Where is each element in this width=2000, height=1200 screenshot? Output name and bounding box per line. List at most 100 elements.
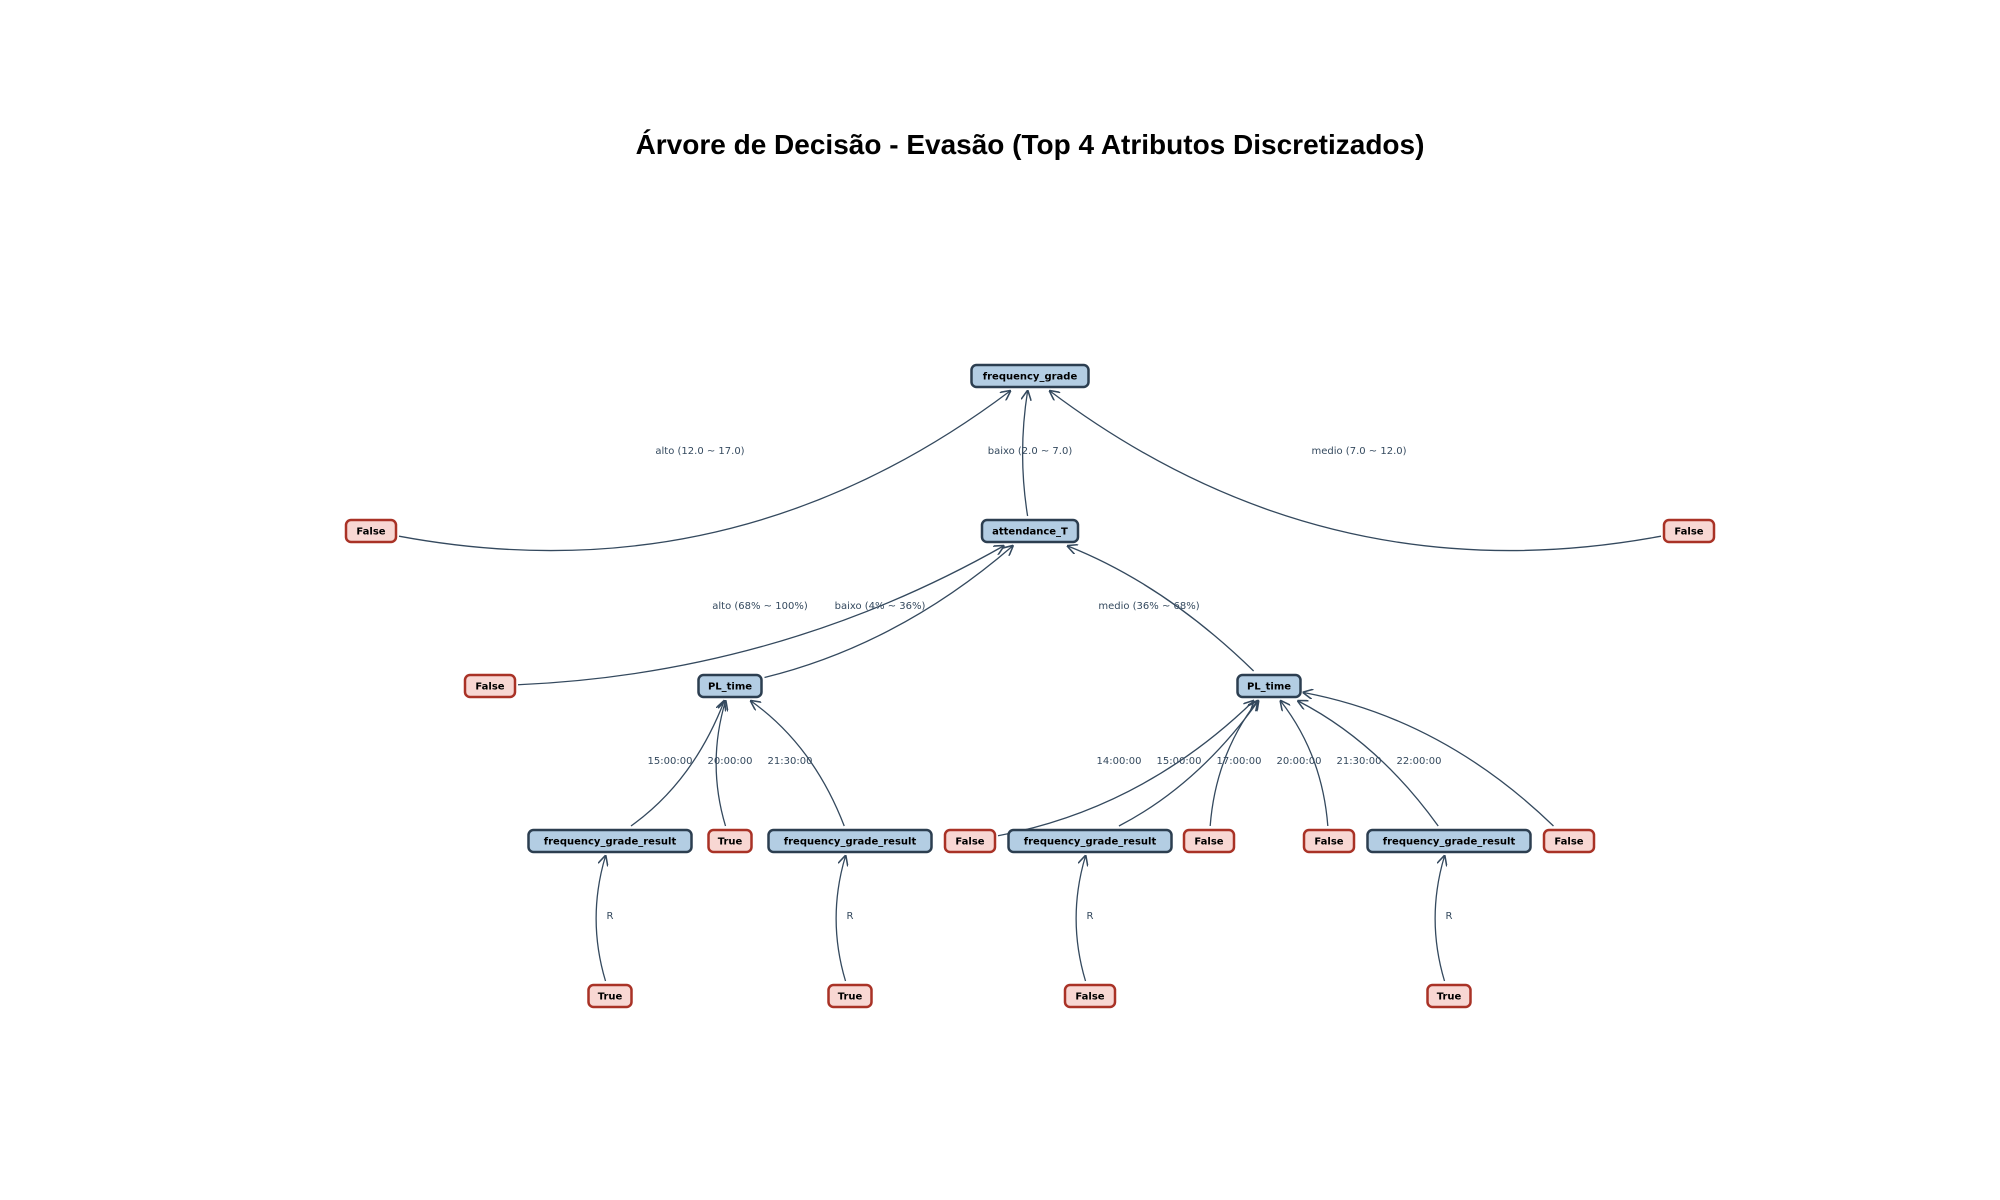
edge-label: medio (7.0 ~ 12.0) [1311,446,1406,457]
node-box [767,828,933,854]
decision-node-pl-left: PL_time [697,673,763,699]
node-label: False [356,527,385,538]
edge-label: baixo (2.0 ~ 7.0) [988,446,1073,457]
node-label: frequency_grade_result [544,837,677,848]
edge-label: alto (68% ~ 100%) [712,601,808,612]
node-box [697,673,763,699]
leaf-node-leaf-att-alto: False [463,673,517,699]
node-box [707,828,753,854]
node-label: attendance_T [992,527,1068,538]
edge-label: R [1087,911,1094,922]
node-box [1236,673,1302,699]
node-label: PL_time [1247,682,1291,693]
node-box [1182,828,1236,854]
edge-leaf_fgr_l2-to-fgr_l2 [835,856,845,982]
node-label: False [1674,527,1703,538]
leaf-node-leaf-fgr-l2: True [827,983,873,1009]
edge-fgr_l2-to-pl_left [751,701,845,827]
leaf-node-leaf-root-medio: False [1662,518,1716,544]
node-box [1542,828,1596,854]
edge-leaf_plr_1700-to-pl_right [1209,701,1257,827]
node-box [587,983,633,1009]
node-box [1007,828,1173,854]
node-box [1426,983,1472,1009]
node-label: False [1314,837,1343,848]
edge-label: alto (12.0 ~ 17.0) [655,446,744,457]
edge-leaf_plr_2200-to-pl_right [1304,692,1554,827]
node-box [980,518,1080,544]
decision-node-fgr-r2: frequency_grade_result [1366,828,1532,854]
node-box [1302,828,1356,854]
node-label: True [838,992,863,1003]
edge-label: medio (36% ~ 68%) [1098,601,1199,612]
edges-layer [398,391,1662,982]
node-label: frequency_grade_result [784,837,917,848]
leaf-node-leaf-fgr-r1: False [1063,983,1117,1009]
node-box [943,828,997,854]
edge-label: 20:00:00 [708,756,753,767]
edge-labels-layer: alto (12.0 ~ 17.0) baixo (2.0 ~ 7.0) medio… [607,446,1453,922]
edge-label: 22:00:00 [1397,756,1442,767]
decision-node-attendance: attendance_T [980,518,1080,544]
node-box [463,673,517,699]
edge-pl_left-to-attendance [764,546,1013,679]
node-label: True [598,992,623,1003]
node-box [1366,828,1532,854]
edge-label: R [1446,911,1453,922]
leaf-node-leaf-pll-2000: True [707,828,753,854]
node-label: True [1437,992,1462,1003]
edge-label: 17:00:00 [1217,756,1262,767]
node-label: frequency_grade_result [1024,837,1157,848]
edge-leaf_root_medio-to-root [1050,391,1662,552]
node-box [827,983,873,1009]
node-label: True [718,837,743,848]
decision-node-fgr-l2: frequency_grade_result [767,828,933,854]
edge-label: 21:30:00 [1337,756,1382,767]
edge-attendance-to-root [1023,391,1028,517]
node-label: False [1194,837,1223,848]
edge-leaf_att_alto-to-attendance [517,546,1003,686]
leaf-node-leaf-plr-1700: False [1182,828,1236,854]
edge-label: R [847,911,854,922]
edge-label: 15:00:00 [1157,756,1202,767]
edge-label: 14:00:00 [1097,756,1142,767]
edge-label: baixo (4% ~ 36%) [835,601,926,612]
edge-leaf_fgr_r1-to-fgr_r1 [1075,856,1085,982]
leaf-node-leaf-root-alto: False [344,518,398,544]
decision-node-pl-right: PL_time [1236,673,1302,699]
edge-label: 15:00:00 [648,756,693,767]
node-box [344,518,398,544]
edge-leaf_pll_2000-to-pl_left [715,701,725,827]
edge-label: 21:30:00 [768,756,813,767]
decision-node-fgr-r1: frequency_grade_result [1007,828,1173,854]
edge-fgr_r2-to-pl_right [1298,701,1439,827]
node-label: False [955,837,984,848]
leaf-node-leaf-plr-1400: False [943,828,997,854]
edge-leaf_root_alto-to-root [398,391,1010,552]
node-box [1063,983,1117,1009]
node-label: frequency_grade [983,372,1078,383]
edge-leaf_fgr_r2-to-fgr_r2 [1434,856,1444,982]
decision-node-fgr-l1: frequency_grade_result [527,828,693,854]
edge-label: R [607,911,614,922]
node-label: False [1554,837,1583,848]
decision-node-root: frequency_grade [970,363,1090,389]
edge-label: 20:00:00 [1277,756,1322,767]
node-box [970,363,1090,389]
edge-leaf_plr_1400-to-pl_right [997,701,1254,837]
node-label: False [1075,992,1104,1003]
node-box [1662,518,1716,544]
diagram-title: Árvore de Decisão - Evasão (Top 4 Atribu… [636,129,1425,160]
edge-leaf_fgr_l1-to-fgr_l1 [595,856,605,982]
node-label: False [475,682,504,693]
leaf-node-leaf-fgr-r2: True [1426,983,1472,1009]
node-box [527,828,693,854]
leaf-node-leaf-plr-2200: False [1542,828,1596,854]
edge-fgr_l1-to-pl_left [630,701,724,827]
edge-pl_right-to-attendance [1068,546,1255,672]
leaf-node-leaf-plr-2000: False [1302,828,1356,854]
node-label: PL_time [708,682,752,693]
node-label: frequency_grade_result [1383,837,1516,848]
